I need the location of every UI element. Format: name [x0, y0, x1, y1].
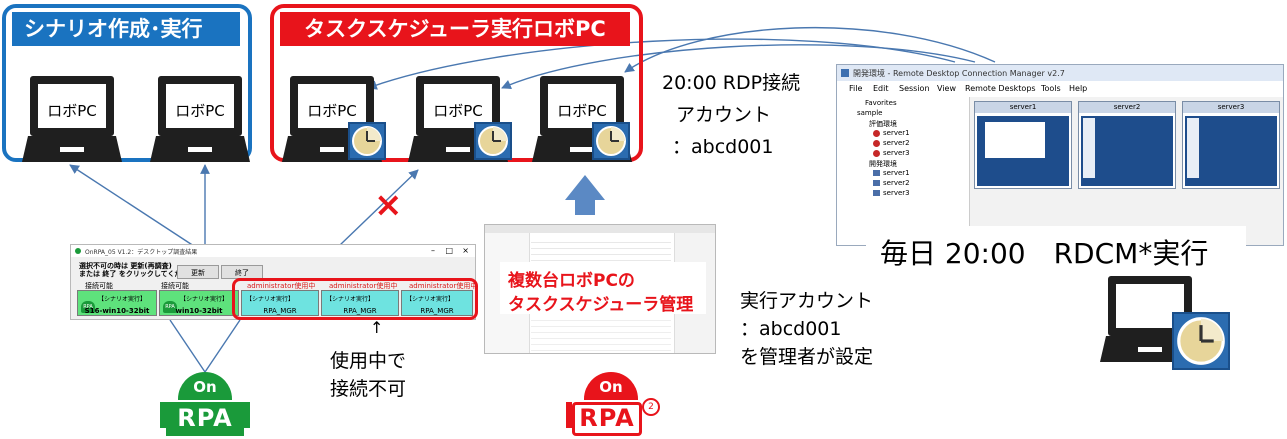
rdcm-app-icon [841, 69, 849, 77]
robo-pc-2: ロボPC [150, 76, 250, 168]
menu-session[interactable]: Session [899, 84, 930, 93]
onrpa-app-icon [75, 248, 81, 254]
maximize-icon[interactable]: □ [445, 246, 453, 255]
rdcm-window: 開発環境 - Remote Desktop Connection Manager… [836, 64, 1284, 246]
menu-help[interactable]: Help [1069, 84, 1088, 93]
scheduler-group-title: タスクスケジューラ実行ロボPC [280, 12, 630, 46]
task-mgmt-line1: 複数台ロボPCの [508, 271, 635, 291]
rdcm-thumb-area: server1 server2 server3 [969, 97, 1283, 245]
clock-icon [348, 122, 386, 160]
scheduler-pc-3: ロボPC [532, 76, 632, 168]
in-use-note-line2: 接続不可 [330, 378, 407, 400]
onrpa-title: OnRPA_05 V1.2：デスクトップ調査結果 [85, 249, 198, 256]
in-use-arrow: ↑ [370, 318, 384, 337]
slot-button-s16-win10[interactable]: RPA 【シナリオ実行】 S16-win10-32bit [77, 290, 157, 316]
onrpa-info-2: または 終了 をクリックしてください。 [79, 270, 203, 278]
onrpa2-logo: On RPA 2 [566, 372, 660, 438]
tree-server-error-icon [873, 130, 880, 137]
tree-server-error-icon [873, 140, 880, 147]
exec-account-setter: を管理者が設定 [740, 346, 874, 368]
slot-status-in-use: administrator使用中 [329, 282, 398, 290]
rdcm-titlebar: 開発環境 - Remote Desktop Connection Manager… [837, 65, 1283, 81]
rdp-time-label: 20:00 RDP接続 [662, 72, 801, 94]
in-use-note-line1: 使用中で [330, 350, 407, 372]
thumb-server1[interactable]: server1 [974, 101, 1072, 189]
exec-account-label: 実行アカウント [740, 290, 874, 312]
tree-g1-server1[interactable]: server1 [883, 129, 910, 137]
slot-status-in-use: administrator使用中 [247, 282, 316, 290]
tree-g2-server1[interactable]: server1 [883, 169, 910, 177]
scenario-group [2, 4, 252, 162]
exit-button[interactable]: 終了 [221, 265, 263, 279]
minimize-icon[interactable]: – [431, 246, 435, 255]
menu-remote-desktops[interactable]: Remote Desktops [965, 84, 1036, 93]
rdcm-caption: 毎日 20:00 RDCM*実行 [880, 237, 1209, 270]
clock-icon [592, 122, 630, 160]
menu-view[interactable]: View [937, 84, 956, 93]
tree-server-icon [873, 170, 880, 176]
slot-status-in-use: administrator使用中 [409, 282, 478, 290]
tree-server-icon [873, 190, 880, 196]
tree-g2-server3[interactable]: server3 [883, 189, 910, 197]
slot-button-rpa-mgr-1: 【シナリオ実行】 RPA_MGR [241, 290, 319, 316]
tree-server-icon [873, 180, 880, 186]
task-mgmt-line2: タスクスケジューラ管理 [508, 295, 694, 315]
tree-g1-server2[interactable]: server2 [883, 139, 910, 147]
tree-server-error-icon [873, 150, 880, 157]
robo-pc-1: ロボPC [22, 76, 122, 168]
onrpa-info-1: 選択不可の時は 更新(再調査) [79, 262, 172, 270]
tree-g1-server3[interactable]: server3 [883, 149, 910, 157]
tree-sample[interactable]: sample [857, 109, 883, 117]
thumb-server3[interactable]: server3 [1182, 101, 1280, 189]
close-icon[interactable]: × [462, 246, 469, 255]
slot-button-rpa-mgr-2: 【シナリオ実行】 RPA_MGR [321, 290, 399, 316]
tree-favorites[interactable]: Favorites [865, 99, 897, 107]
menu-tools[interactable]: Tools [1041, 84, 1061, 93]
tree-g2-server2[interactable]: server2 [883, 179, 910, 187]
rdcm-host-pc [1100, 276, 1200, 368]
clock-icon [1172, 312, 1230, 370]
menu-edit[interactable]: Edit [873, 84, 889, 93]
blocked-cross-mark: × [374, 185, 403, 225]
tree-group2[interactable]: 開発環境 [869, 160, 897, 168]
onrpa-logo: On RPA [160, 372, 250, 438]
rpa-icon: RPA [163, 301, 177, 313]
rdcm-title: 開発環境 - Remote Desktop Connection Manager… [853, 69, 1065, 78]
clock-icon [474, 122, 512, 160]
onrpa-titlebar: OnRPA_05 V1.2：デスクトップ調査結果 – □ × [71, 245, 475, 257]
refresh-button[interactable]: 更新 [177, 265, 219, 279]
rdcm-menubar: File Edit Session View Remote Desktops T… [837, 82, 1283, 96]
scenario-group-title: シナリオ作成･実行 [12, 12, 240, 46]
tree-group1[interactable]: 評価環境 [869, 120, 897, 128]
menu-file[interactable]: File [849, 84, 863, 93]
thumb-server2[interactable]: server2 [1078, 101, 1176, 189]
exec-account-value: ：abcd001 [740, 318, 842, 340]
slot-status: 接続可能 [85, 282, 113, 290]
slot-button-rpa-mgr-3: 【シナリオ実行】 RPA_MGR [401, 290, 473, 316]
rdp-account-value: ：abcd001 [672, 136, 774, 158]
task-mgmt-label-bg [500, 262, 706, 314]
onrpa-window: OnRPA_05 V1.2：デスクトップ調査結果 – □ × 選択不可の時は 更… [70, 244, 478, 320]
rdcm-tree: Favorites sample 評価環境 server1 server2 se… [839, 97, 967, 245]
slot-button-win10[interactable]: RPA 【シナリオ実行】 win10-32bit [159, 290, 239, 316]
rdcm-caption-bg [866, 226, 1246, 274]
rdp-account-label: アカウント [676, 104, 772, 126]
rpa-icon: RPA [81, 301, 95, 313]
slot-status: 接続可能 [161, 282, 189, 290]
in-use-highlight [232, 278, 478, 320]
